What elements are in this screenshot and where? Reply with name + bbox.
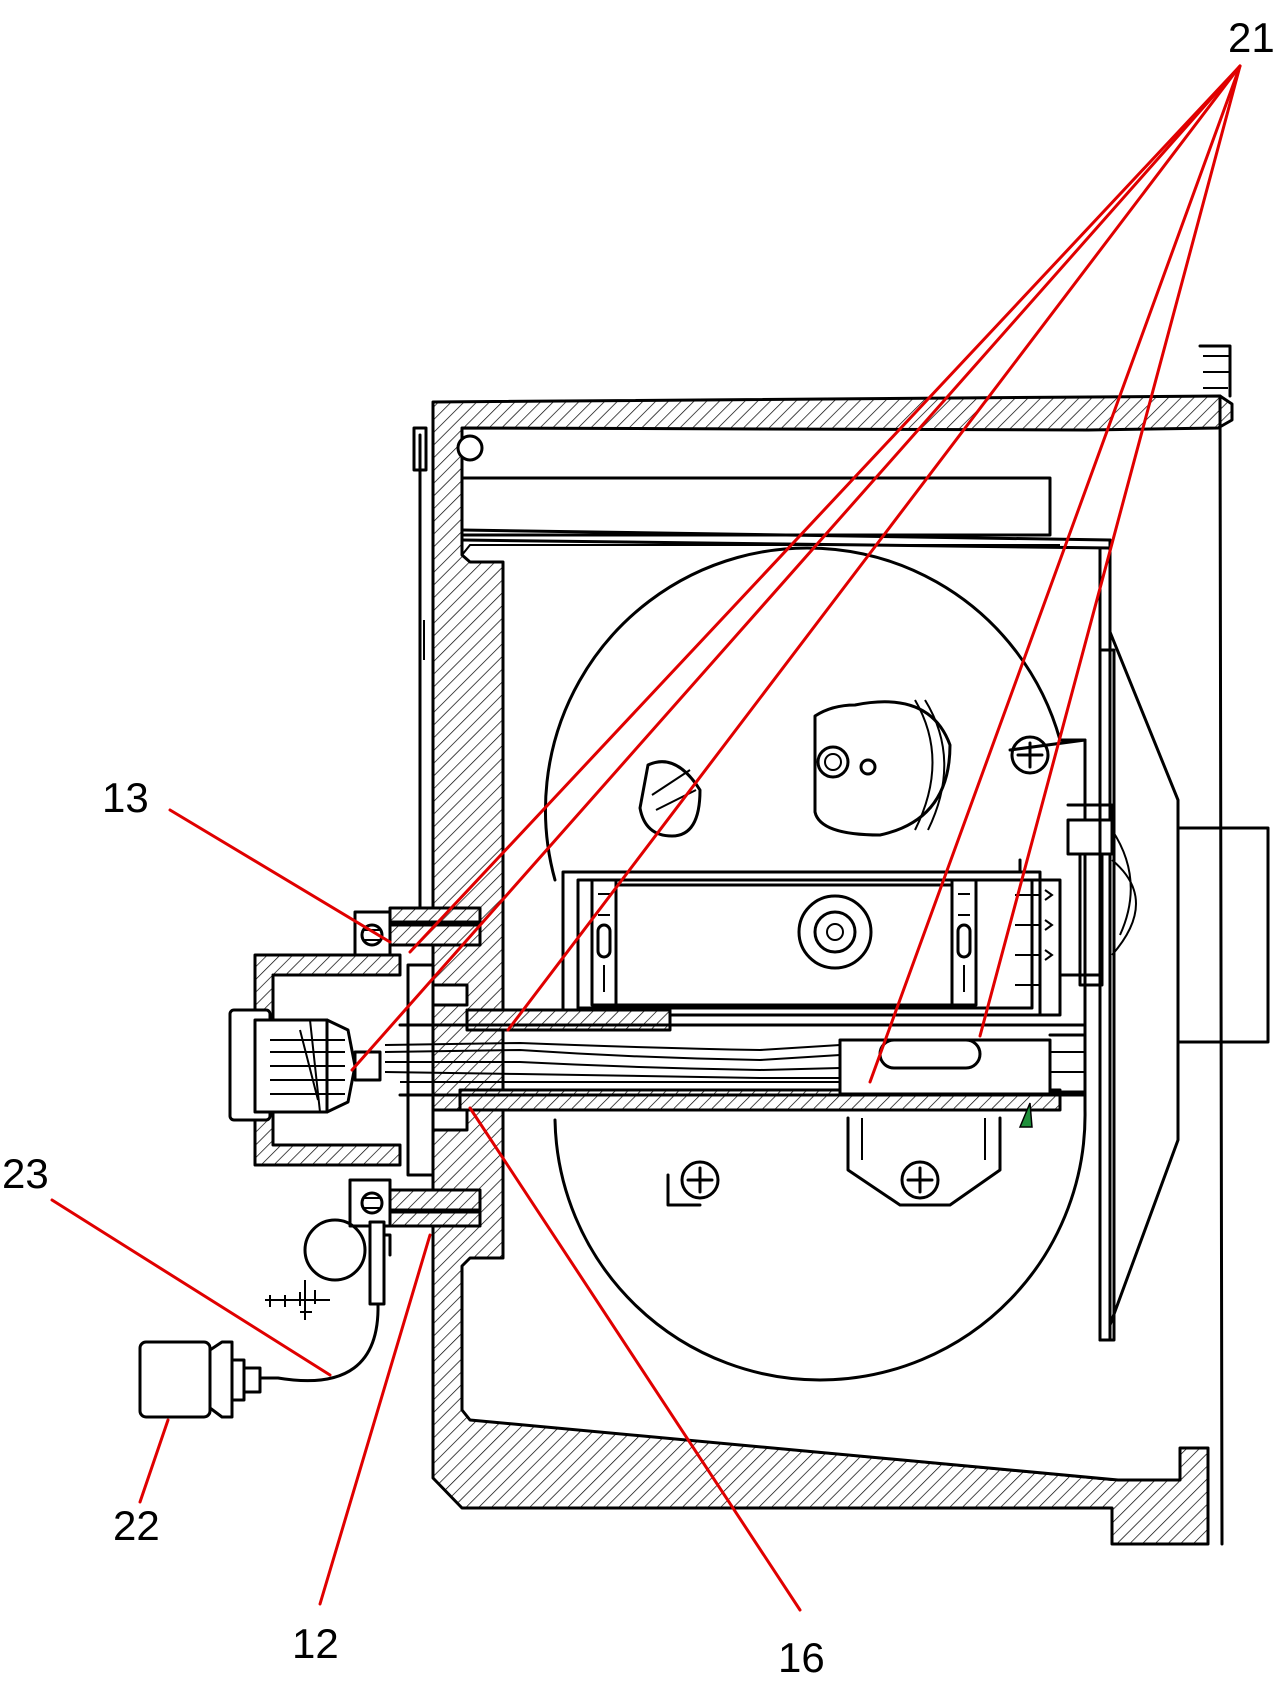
end-cap [228,953,402,1167]
sensor-plug [138,1302,380,1419]
callout-label-16: 16 [778,1634,825,1681]
screw-icon [680,1160,720,1200]
leader-lines [50,64,1242,1612]
callout-label-21: 21 [1228,14,1275,61]
rotor-disc [544,546,1087,1382]
scale-gauge [998,858,1062,1017]
callout-label-13: 13 [102,774,149,821]
screw-icon [1010,735,1050,775]
screw-icon [900,1160,940,1200]
inner-carriage [561,870,1042,1017]
outer-housing [412,344,1234,1546]
small-parts [265,1218,386,1320]
callout-label-23: 23 [2,1150,49,1197]
callout-label-22: 22 [113,1502,160,1549]
left-inner-wall [418,433,435,914]
callout-label-12: 12 [292,1620,339,1667]
upper-bolt [353,906,482,960]
sensor-assembly [1058,803,1137,1007]
shaft-collar [406,963,469,1177]
right-hub [1098,630,1270,1342]
